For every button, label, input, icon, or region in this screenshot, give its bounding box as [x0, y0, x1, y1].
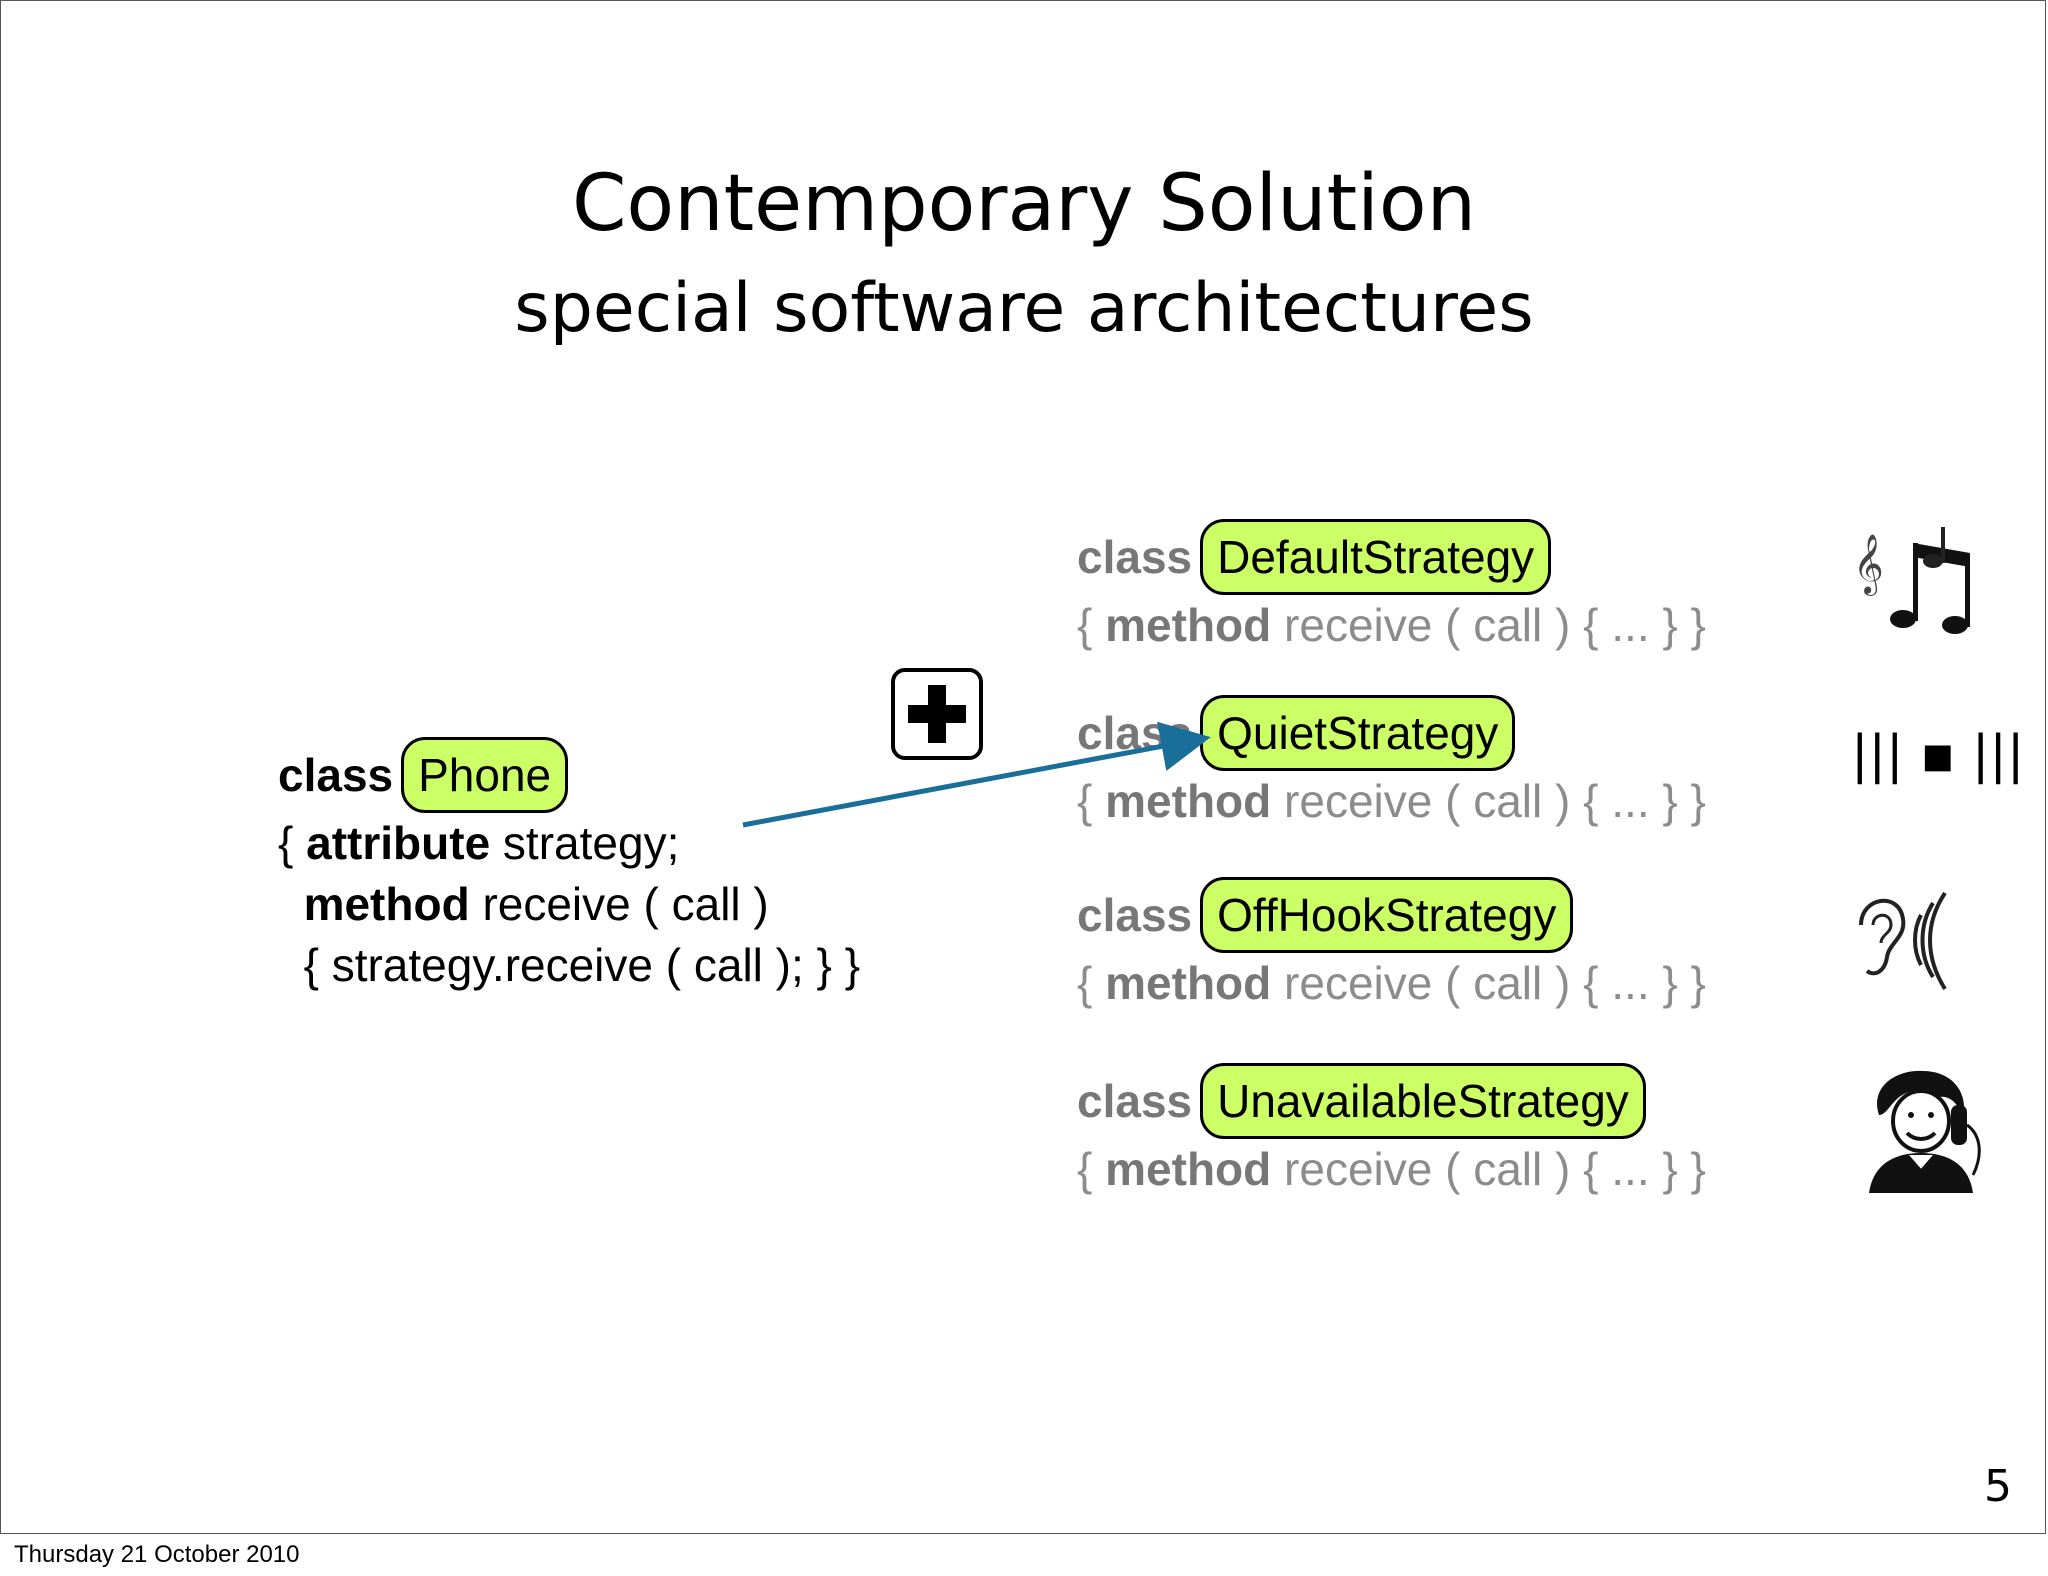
keyword-method: method — [303, 878, 470, 930]
keyword-method: method — [1105, 775, 1272, 827]
method-body: receive ( call ) { ... } } — [1271, 775, 1706, 827]
svg-text:𝄞: 𝄞 — [1853, 534, 1884, 596]
keyword-class: class — [1077, 1075, 1193, 1127]
brace-open: { — [1077, 775, 1106, 827]
method-body: receive ( call ) { ... } } — [1271, 599, 1706, 651]
keyword-attribute: attribute — [306, 817, 491, 869]
keyword-class: class — [1077, 531, 1193, 583]
ear-sound-icon — [1859, 891, 1947, 991]
keyword-method: method — [1105, 1143, 1272, 1195]
music-notes-icon: 𝄞 — [1853, 527, 1970, 634]
brace-open: { — [1077, 1143, 1106, 1195]
brace-open: { — [1077, 599, 1106, 651]
strategy-name: OffHookStrategy — [1200, 877, 1574, 953]
keyword-class: class — [278, 749, 394, 801]
plus-icon — [891, 668, 983, 760]
method-signature: receive ( call ) — [469, 878, 769, 930]
strategy-name: DefaultStrategy — [1200, 519, 1552, 595]
brace-open: { — [1077, 957, 1106, 1009]
keyword-class: class — [1077, 889, 1193, 941]
method-body: { strategy.receive ( call ); } } — [303, 939, 861, 991]
method-body: receive ( call ) { ... } } — [1271, 1143, 1706, 1195]
slide: Contemporary Solution special software a… — [0, 0, 2046, 1534]
keyword-method: method — [1105, 599, 1272, 651]
keyword-method: method — [1105, 957, 1272, 1009]
attribute-decl: strategy; — [490, 817, 680, 869]
phone-class-name: Phone — [401, 737, 569, 813]
slide-subtitle: special software architectures — [514, 269, 1534, 348]
strategy-arrow — [742, 721, 1211, 828]
woman-phone-icon — [1869, 1070, 1981, 1193]
slide-title: Contemporary Solution — [571, 159, 1477, 249]
footer-date: Thursday 21 October 2010 — [14, 1541, 300, 1568]
method-body: receive ( call ) { ... } } — [1271, 957, 1706, 1009]
vibration-icon: ||| ▪ ||| — [1851, 725, 2025, 785]
strategy-name: UnavailableStrategy — [1200, 1063, 1646, 1139]
page-number: 5 — [1984, 1461, 2012, 1512]
brace-open: { — [278, 817, 307, 869]
strategy-name: QuietStrategy — [1200, 695, 1516, 771]
